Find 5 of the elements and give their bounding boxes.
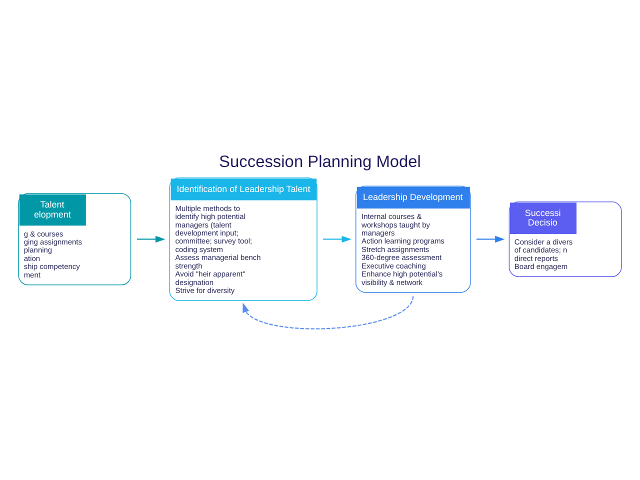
arrow — [242, 296, 414, 330]
diagram-title: Succession Planning Model — [219, 153, 421, 172]
arrow — [136, 236, 166, 243]
arrow — [476, 236, 505, 243]
arrow — [323, 236, 352, 243]
